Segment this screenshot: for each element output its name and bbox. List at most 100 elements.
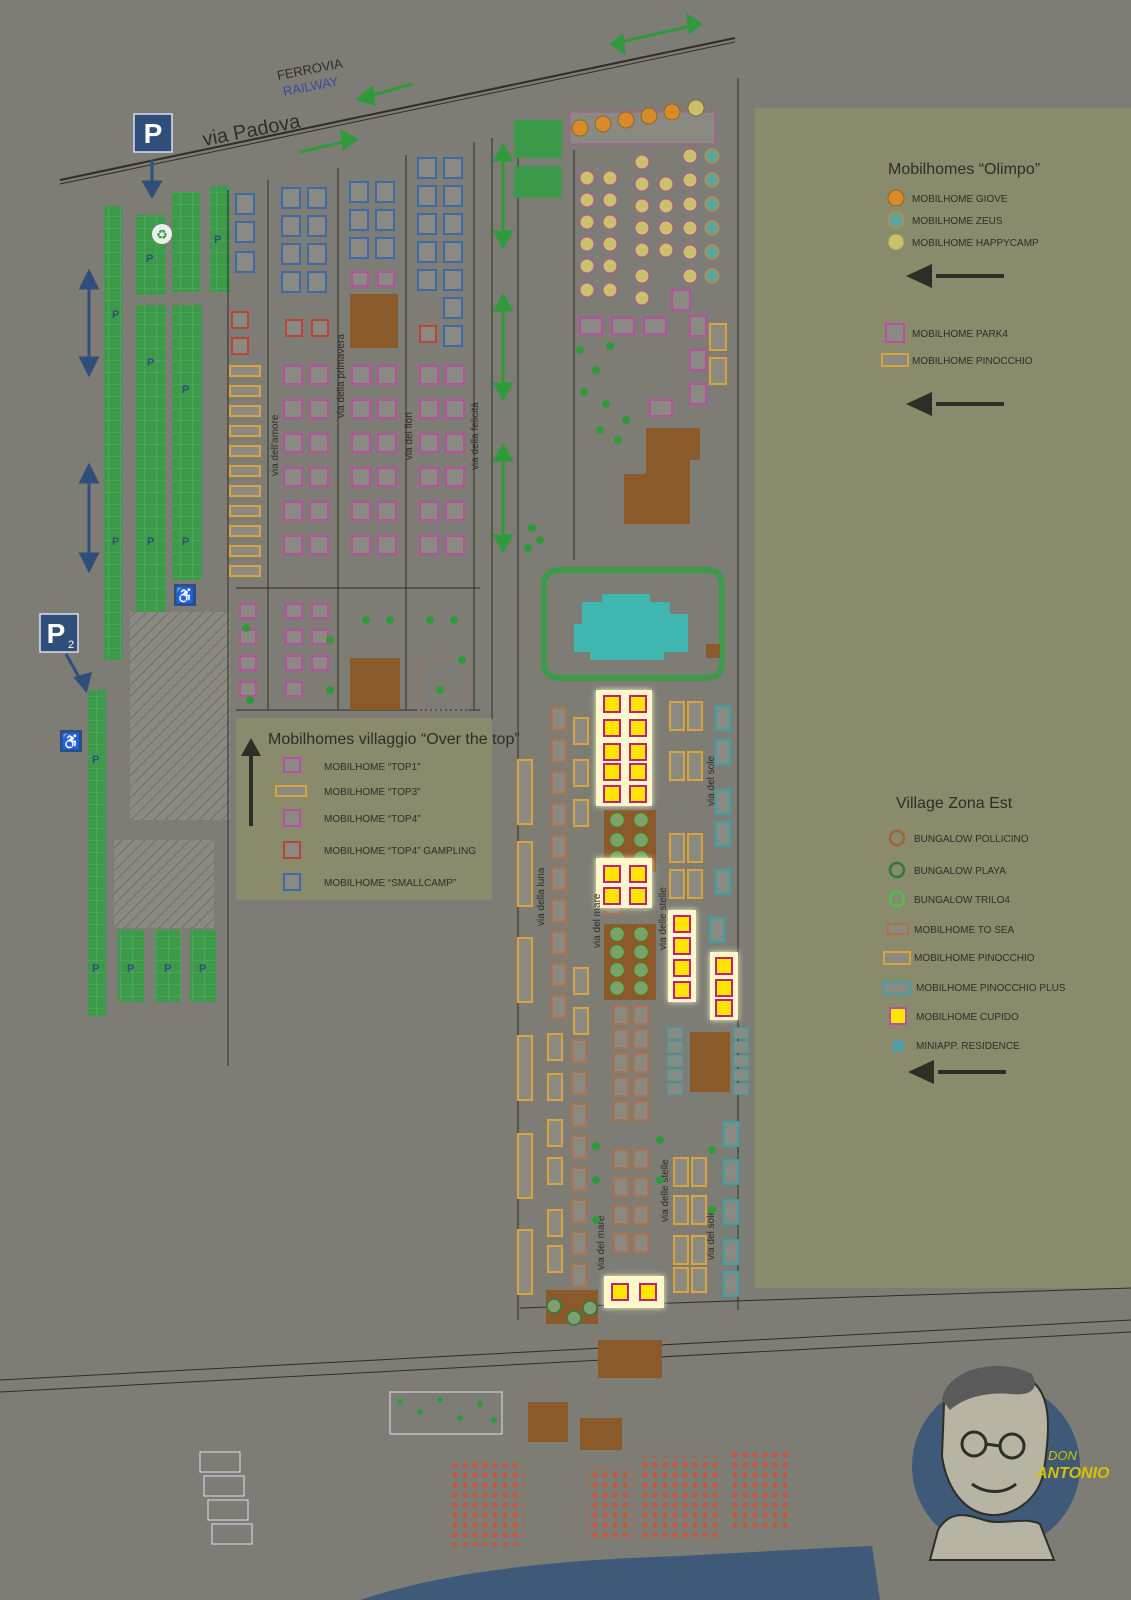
parking-sign-p2: P 2 xyxy=(39,613,79,653)
svg-text:P: P xyxy=(164,963,171,975)
svg-text:P: P xyxy=(182,384,189,396)
legend-item-label: BUNGALOW PLAYA xyxy=(914,866,1006,877)
street-via-dei-fiori: via dei fiori xyxy=(404,412,415,460)
legend-swatch xyxy=(888,861,906,879)
legend-swatch xyxy=(885,323,905,343)
svg-text:P: P xyxy=(147,536,154,548)
traffic-arrows-green xyxy=(299,12,703,554)
mobilhomes-olimpo xyxy=(569,99,727,417)
svg-text:P: P xyxy=(92,963,99,975)
legend-olimpo: Mobilhomes “Olimpo” MOBILHOME GIOVE MOBI… xyxy=(881,161,1040,416)
legend-zona-est: Village Zona Est BUNGALOW POLLICINO BUNG… xyxy=(883,795,1066,1084)
legend-swatch xyxy=(283,757,301,773)
legend-swatch xyxy=(888,890,906,908)
building-reception xyxy=(624,428,700,524)
legend-item-label: MOBILHOME “TOP4” GAMPLING xyxy=(324,846,476,857)
street-via-della-luna: via della luna xyxy=(536,867,547,926)
legend-swatch xyxy=(283,873,301,891)
green-area xyxy=(514,166,562,198)
parking-areas: P P P P P P P P P P P P P xyxy=(88,186,230,1016)
legend-swatch xyxy=(883,951,911,965)
logo-text-line2: ANTONIO xyxy=(1035,1465,1110,1482)
legend-swatch xyxy=(887,211,905,229)
svg-text:♿: ♿ xyxy=(175,586,195,605)
svg-text:P: P xyxy=(147,357,154,369)
don-antonio-logo: DON ANTONIO xyxy=(912,1366,1110,1561)
legend-swatch xyxy=(891,1039,905,1053)
left-arrow-icon xyxy=(906,392,932,416)
svg-text:P: P xyxy=(47,618,66,649)
street-labels-east: via della luna via del mare via delle st… xyxy=(536,756,717,1270)
legend-olimpo-title: Mobilhomes “Olimpo” xyxy=(888,161,1040,178)
svg-text:P: P xyxy=(214,234,221,246)
green-area xyxy=(514,120,562,158)
legend-item-label: MOBILHOME HAPPYCAMP xyxy=(912,238,1039,249)
trees xyxy=(242,342,716,1224)
left-arrow-icon xyxy=(908,1060,934,1084)
logo-text-line1: DON xyxy=(1048,1448,1078,1463)
legend-item-label: MOBILHOME PINOCCHIO PLUS xyxy=(916,983,1066,994)
street-via-del-mare: via del mare xyxy=(592,893,603,948)
svg-text:P: P xyxy=(127,963,134,975)
building-outline xyxy=(417,657,469,711)
street-via-dell-amore: via dell'amore xyxy=(270,414,281,476)
bungalow-blocks xyxy=(546,810,749,1326)
svg-text:♻: ♻ xyxy=(156,227,168,242)
building xyxy=(350,294,398,348)
legend-item-label: MOBILHOME GIOVE xyxy=(912,194,1008,205)
street-via-della-felicita: via della felicità xyxy=(470,402,481,470)
building xyxy=(350,658,400,710)
legend-item-label: MOBILHOME PINOCCHIO xyxy=(912,356,1033,367)
legend-swatch xyxy=(889,1007,907,1025)
pool-area xyxy=(541,567,725,681)
legend-over-the-top: Mobilhomes villaggio “Over the top” MOBI… xyxy=(236,718,520,900)
svg-text:P: P xyxy=(112,536,119,548)
cupido-units xyxy=(603,695,733,1301)
street-via-della-primavera: via della primavera xyxy=(336,334,347,418)
street-labels-west: via dell'amore via della primavera via d… xyxy=(270,334,481,476)
legend-swatch xyxy=(887,923,909,935)
legend-item-label: MOBILHOME “TOP4” xyxy=(324,814,421,825)
street-via-del-sole: via del sole xyxy=(706,1210,717,1260)
legend-item-label: MOBILHOME PARK4 xyxy=(912,329,1008,340)
svg-text:P: P xyxy=(182,536,189,548)
legend-item-label: BUNGALOW POLLICINO xyxy=(914,834,1029,845)
legend-over-the-top-title: Mobilhomes villaggio “Over the top” xyxy=(268,731,520,748)
svg-text:P: P xyxy=(112,309,119,321)
legend-item-label: MOBILHOME “TOP3” xyxy=(324,787,421,798)
legend-swatch xyxy=(881,353,909,367)
svg-text:P: P xyxy=(199,963,206,975)
left-arrow-icon xyxy=(906,264,932,288)
legend-swatch xyxy=(887,189,905,207)
legend-item-label: MOBILHOME PINOCCHIO xyxy=(914,953,1035,964)
svg-text:P: P xyxy=(144,118,163,149)
svg-text:2: 2 xyxy=(68,639,74,651)
legend-item-label: MOBILHOME “TOP1” xyxy=(324,762,421,773)
mobilhomes-zona-est xyxy=(517,701,739,1297)
street-via-delle-stelle: via delle stelle xyxy=(658,887,669,950)
legend-item-label: MOBILHOME ZEUS xyxy=(912,216,1003,227)
up-arrow-icon xyxy=(241,738,261,756)
beach-area xyxy=(199,1340,880,1600)
legend-swatch xyxy=(887,233,905,251)
svg-text:P: P xyxy=(92,754,99,766)
disabled-parking-icon: ♿ xyxy=(60,730,82,752)
legend-swatch xyxy=(275,785,307,797)
parking-sign-p1: P xyxy=(133,113,173,153)
recycling-icon: ♻ xyxy=(152,224,172,244)
legend-zona-est-title: Village Zona Est xyxy=(896,795,1013,812)
disabled-parking-icon: ♿ xyxy=(174,584,196,606)
legend-item-label: MOBILHOME “SMALLCAMP” xyxy=(324,878,456,889)
legend-item-label: MINIAPP. RESIDENCE xyxy=(916,1041,1020,1052)
svg-text:P: P xyxy=(146,253,153,265)
legend-item-label: BUNGALOW TRILO4 xyxy=(914,895,1010,906)
hatched-area xyxy=(114,840,214,928)
legend-panel-right xyxy=(755,108,1131,1288)
legend-swatch xyxy=(283,809,301,827)
street-via-del-mare: via del mare xyxy=(596,1215,607,1270)
railway xyxy=(59,37,736,185)
legend-swatch xyxy=(883,981,911,995)
street-via-del-sole: via del sole xyxy=(706,756,717,806)
legend-item-label: MOBILHOME TO SEA xyxy=(914,925,1015,936)
